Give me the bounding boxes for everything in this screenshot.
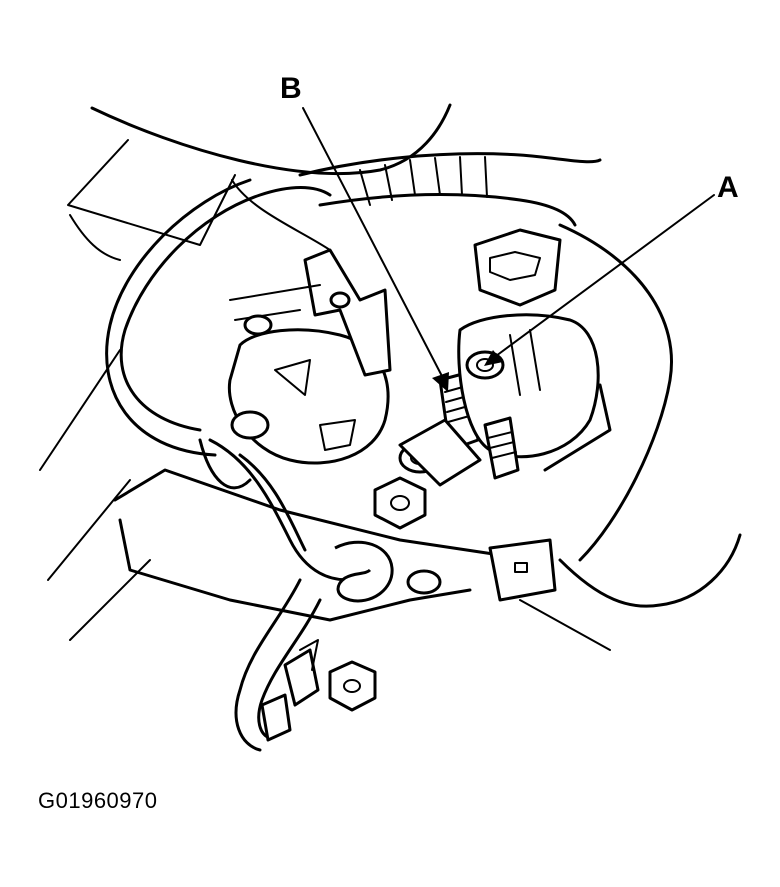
callout-label-a: A [717,171,739,204]
bolt-b [398,370,482,487]
right-bracket [519,223,742,651]
stud-and-nut [373,416,520,530]
upper-housing-curve [90,103,452,176]
actuator-a [457,313,600,459]
background-panel [39,139,331,641]
lower-bracket [113,468,557,622]
callout-label-b: B [280,72,302,105]
figure-code: G01960970 [38,788,158,813]
wire-harness [298,152,602,307]
callout-arrow-b [302,107,449,392]
bottom-nut [328,660,377,712]
callout-arrow-a [484,194,715,366]
looped-line [105,178,332,457]
hose-clamp [198,410,394,603]
mount-body [227,248,392,465]
lower-tube [234,578,322,752]
